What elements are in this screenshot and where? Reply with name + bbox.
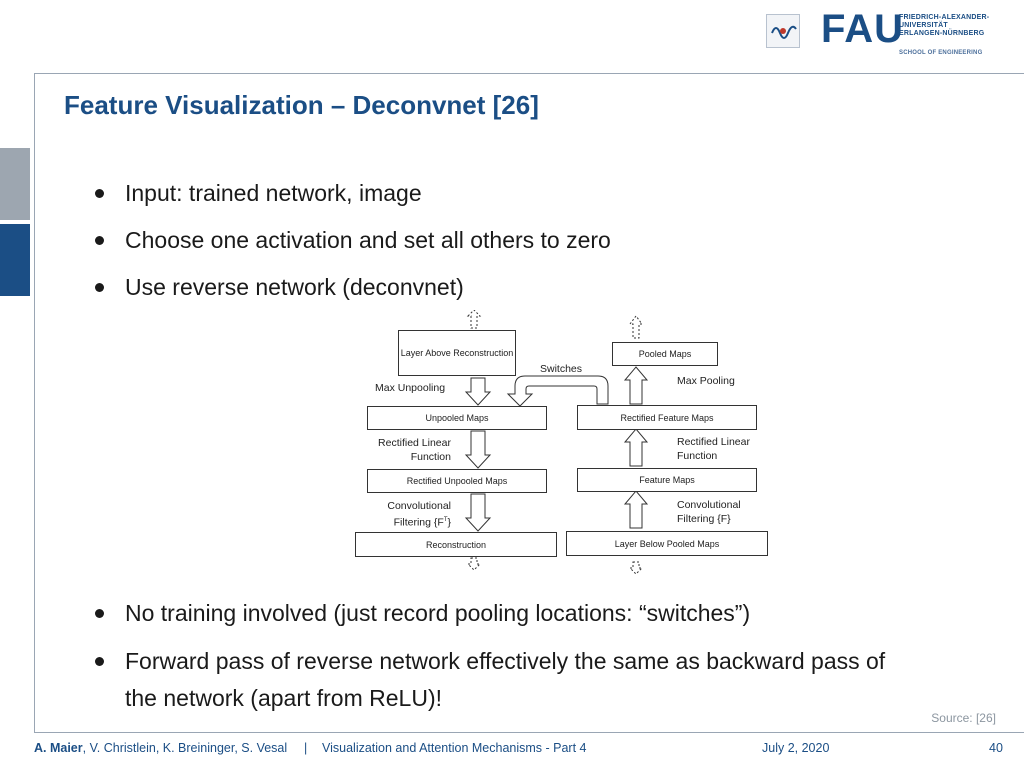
dashed-arrow-out-right bbox=[629, 315, 643, 339]
diagram-arrows bbox=[464, 310, 649, 575]
box-reconstruction: Reconstruction bbox=[355, 532, 557, 557]
label-max-unpooling: Max Unpooling bbox=[375, 382, 446, 394]
box-pooled-maps: Pooled Maps bbox=[612, 342, 718, 366]
box-rectified-unpooled-maps: Rectified Unpooled Maps bbox=[367, 469, 547, 493]
bullet-dot-icon bbox=[95, 609, 104, 618]
university-line-1: FRIEDRICH-ALEXANDER- bbox=[899, 14, 990, 21]
box-feature-maps: Feature Maps bbox=[577, 468, 757, 492]
arrow-conv-left bbox=[464, 493, 492, 532]
filtering-ft-close: } bbox=[447, 516, 451, 529]
label-rectified-linear-left: Rectified Linear bbox=[378, 437, 451, 449]
bullet-text: Input: trained network, image bbox=[125, 180, 422, 206]
bullet-text: Choose one activation and set all others… bbox=[125, 227, 611, 253]
side-tab-blue bbox=[0, 224, 30, 296]
box-layer-above-reconstruction: Layer Above Reconstruction bbox=[398, 330, 516, 376]
bullet-text: No training involved (just record poolin… bbox=[125, 600, 751, 626]
dashed-arrow-out-left bbox=[466, 557, 482, 571]
footer-lecture-title: Visualization and Attention Mechanisms -… bbox=[322, 741, 587, 755]
dashed-arrow-in-right bbox=[628, 561, 644, 575]
footer-date: July 2, 2020 bbox=[762, 741, 830, 755]
bullet-dot-icon bbox=[95, 283, 104, 292]
label-max-pooling: Max Pooling bbox=[677, 375, 735, 387]
slide-footer: A. Maier, V. Christlein, K. Breininger, … bbox=[34, 741, 1014, 761]
bullet-text: Use reverse network (deconvnet) bbox=[125, 274, 464, 300]
switches-arrow bbox=[506, 375, 609, 407]
dashed-arrow-in-left bbox=[466, 310, 482, 329]
arrow-max-unpooling bbox=[464, 377, 492, 406]
slide-title: Feature Visualization – Deconvnet [26] bbox=[64, 90, 539, 120]
label-switches: Switches bbox=[540, 363, 583, 375]
bullet-text: Forward pass of reverse network effectiv… bbox=[125, 648, 886, 674]
arrow-conv-right bbox=[623, 490, 649, 529]
arrow-max-pooling bbox=[623, 366, 649, 405]
university-name: FRIEDRICH-ALEXANDER- UNIVERSITÄT ERLANGE… bbox=[899, 14, 989, 38]
footer-authors: A. Maier, V. Christlein, K. Breininger, … bbox=[34, 741, 287, 755]
label-function-right: Function bbox=[677, 450, 718, 462]
arrow-rectify-right bbox=[623, 428, 649, 467]
box-unpooled-maps: Unpooled Maps bbox=[367, 406, 547, 430]
bullet-text-continued: the network (apart from ReLU)! bbox=[125, 685, 443, 711]
transpose-superscript: T bbox=[443, 517, 448, 523]
label-function-left: Function bbox=[410, 451, 451, 463]
school-name: SCHOOL OF ENGINEERING bbox=[899, 50, 983, 56]
fau-logo: FAU FRIEDRICH-ALEXANDER- UNIVERSITÄT ERL… bbox=[766, 7, 1016, 61]
label-rectified-linear-right: Rectified Linear bbox=[677, 436, 750, 448]
side-tab-grey bbox=[0, 148, 30, 220]
arrow-rectify-left bbox=[464, 430, 492, 469]
deconvnet-diagram: Layer Above Reconstruction Unpooled Maps… bbox=[350, 310, 780, 580]
slide-frame bbox=[34, 73, 1024, 733]
box-layer-below-pooled-maps: Layer Below Pooled Maps bbox=[566, 531, 768, 556]
footer-first-author: A. Maier bbox=[34, 741, 83, 755]
label-convolutional-right: Convolutional bbox=[677, 499, 741, 511]
fau-wordmark: FAU bbox=[821, 7, 904, 51]
bullet-dot-icon bbox=[95, 657, 104, 666]
university-line-2: UNIVERSITÄT bbox=[899, 22, 948, 29]
university-line-3: ERLANGEN-NÜRNBERG bbox=[899, 30, 985, 37]
box-rectified-feature-maps: Rectified Feature Maps bbox=[577, 405, 757, 430]
source-citation: Source: [26] bbox=[931, 711, 996, 725]
label-convolutional-left: Convolutional bbox=[387, 500, 451, 512]
label-filtering-f: Filtering {F} bbox=[677, 513, 731, 525]
footer-other-authors: , V. Christlein, K. Breininger, S. Vesal bbox=[82, 741, 288, 755]
footer-page-number: 40 bbox=[989, 741, 1003, 755]
bullet-dot-icon bbox=[95, 189, 104, 198]
label-filtering-ft: Filtering {FT} bbox=[373, 513, 451, 530]
filtering-ft-text: Filtering {F bbox=[393, 516, 444, 529]
footer-separator: | bbox=[304, 741, 308, 755]
bullet-dot-icon bbox=[95, 236, 104, 245]
faculty-emblem-icon bbox=[766, 14, 800, 48]
